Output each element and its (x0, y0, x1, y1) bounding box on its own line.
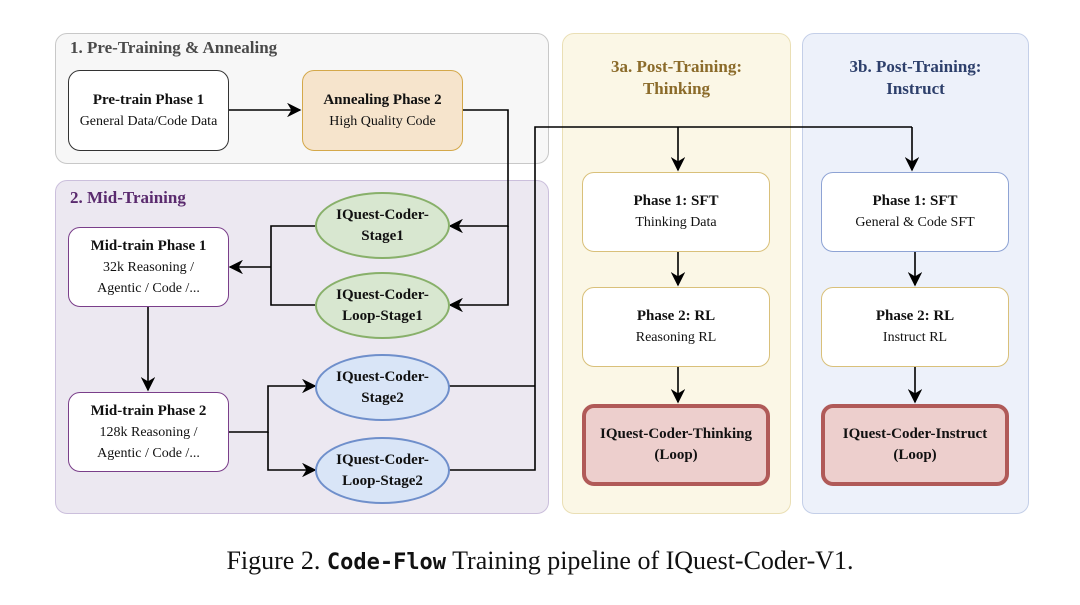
node-instruct-sft: Phase 1: SFT General & Code SFT (821, 172, 1009, 252)
edge-midtrain2-to-loopstage2 (267, 432, 317, 478)
node-subtitle-line2: Agentic / Code /... (97, 280, 200, 296)
group-title-line1: 3b. Post-Training: (849, 57, 982, 76)
node-line1: IQuest-Coder-Thinking (600, 426, 752, 442)
group-title-line2: Thinking (642, 79, 711, 98)
caption-prefix: Figure 2. (226, 546, 321, 575)
node-line2: (Loop) (654, 447, 698, 463)
edge-stage1-to-midtrain1 (270, 225, 315, 306)
node-midtrain-phase2: Mid-train Phase 2 128k Reasoning / Agent… (68, 392, 229, 472)
node-line2: Loop-Stage2 (342, 472, 423, 489)
edge-annealing-to-loopstage1 (448, 226, 509, 313)
node-subtitle: Thinking Data (635, 215, 717, 230)
node-subtitle: General & Code SFT (855, 215, 975, 230)
node-thinking-rl: Phase 2: RL Reasoning RL (582, 287, 770, 367)
node-subtitle-line1: 32k Reasoning / (103, 259, 194, 275)
group-title-midtraining: 2. Mid-Training (70, 188, 186, 207)
node-subtitle: Reasoning RL (635, 330, 717, 345)
node-loop-stage1: IQuest-Coder- Loop-Stage1 (315, 272, 450, 339)
node-annealing-phase2: Annealing Phase 2 High Quality Code (302, 70, 463, 151)
group-title-post-thinking: 3a. Post-Training: Thinking (562, 56, 791, 100)
edge-midtrain2-to-stage2 (229, 378, 317, 433)
node-subtitle-line1: 128k Reasoning / (99, 424, 198, 440)
node-instruct-rl: Phase 2: RL Instruct RL (821, 287, 1009, 367)
node-title: Mid-train Phase 1 (90, 237, 207, 254)
node-thinking-final: IQuest-Coder-Thinking (Loop) (582, 404, 770, 486)
node-loop-stage2: IQuest-Coder- Loop-Stage2 (315, 437, 450, 504)
node-line1: IQuest-Coder- (336, 451, 429, 468)
group-title-line1: 3a. Post-Training: (611, 57, 742, 76)
node-subtitle: General Data/Code Data (79, 113, 218, 129)
node-instruct-final: IQuest-Coder-Instruct (Loop) (821, 404, 1009, 486)
node-midtrain-phase1: Mid-train Phase 1 32k Reasoning / Agenti… (68, 227, 229, 307)
group-title-pretraining: 1. Pre-Training & Annealing (70, 38, 278, 57)
node-subtitle-line2: Agentic / Code /... (97, 445, 200, 461)
node-title: Phase 1: SFT (872, 193, 958, 209)
node-title: Mid-train Phase 2 (90, 402, 207, 419)
node-title: Phase 2: RL (875, 308, 955, 324)
group-title-line2: Instruct (886, 79, 945, 98)
node-title: Phase 1: SFT (633, 193, 719, 209)
node-title: Annealing Phase 2 (323, 91, 442, 108)
node-title: Pre-train Phase 1 (92, 91, 205, 108)
node-line1: IQuest-Coder- (336, 368, 429, 385)
node-subtitle: High Quality Code (329, 113, 436, 129)
node-title: Phase 2: RL (636, 308, 716, 324)
edge-annealing-to-stage1 (448, 109, 509, 234)
node-line2: (Loop) (893, 447, 937, 463)
node-subtitle: Instruct RL (882, 330, 948, 345)
node-thinking-sft: Phase 1: SFT Thinking Data (582, 172, 770, 252)
node-stage1: IQuest-Coder- Stage1 (315, 192, 450, 259)
node-line2: Stage1 (361, 227, 404, 244)
caption-code: Code-Flow (326, 550, 447, 575)
group-title-post-instruct: 3b. Post-Training: Instruct (802, 56, 1029, 100)
node-line1: IQuest-Coder- (336, 206, 429, 223)
edge-loopstage2-out (448, 126, 912, 471)
node-line1: IQuest-Coder- (336, 286, 429, 303)
caption-suffix: Training pipeline of IQuest-Coder-V1. (452, 546, 854, 575)
node-stage2: IQuest-Coder- Stage2 (315, 354, 450, 421)
node-line2: Loop-Stage1 (342, 307, 423, 324)
node-line1: IQuest-Coder-Instruct (842, 426, 988, 442)
node-pretrain-phase1: Pre-train Phase 1 General Data/Code Data (68, 70, 229, 151)
node-line2: Stage2 (361, 389, 404, 406)
figure-caption: Figure 2. Code-Flow Training pipeline of… (0, 546, 1080, 576)
